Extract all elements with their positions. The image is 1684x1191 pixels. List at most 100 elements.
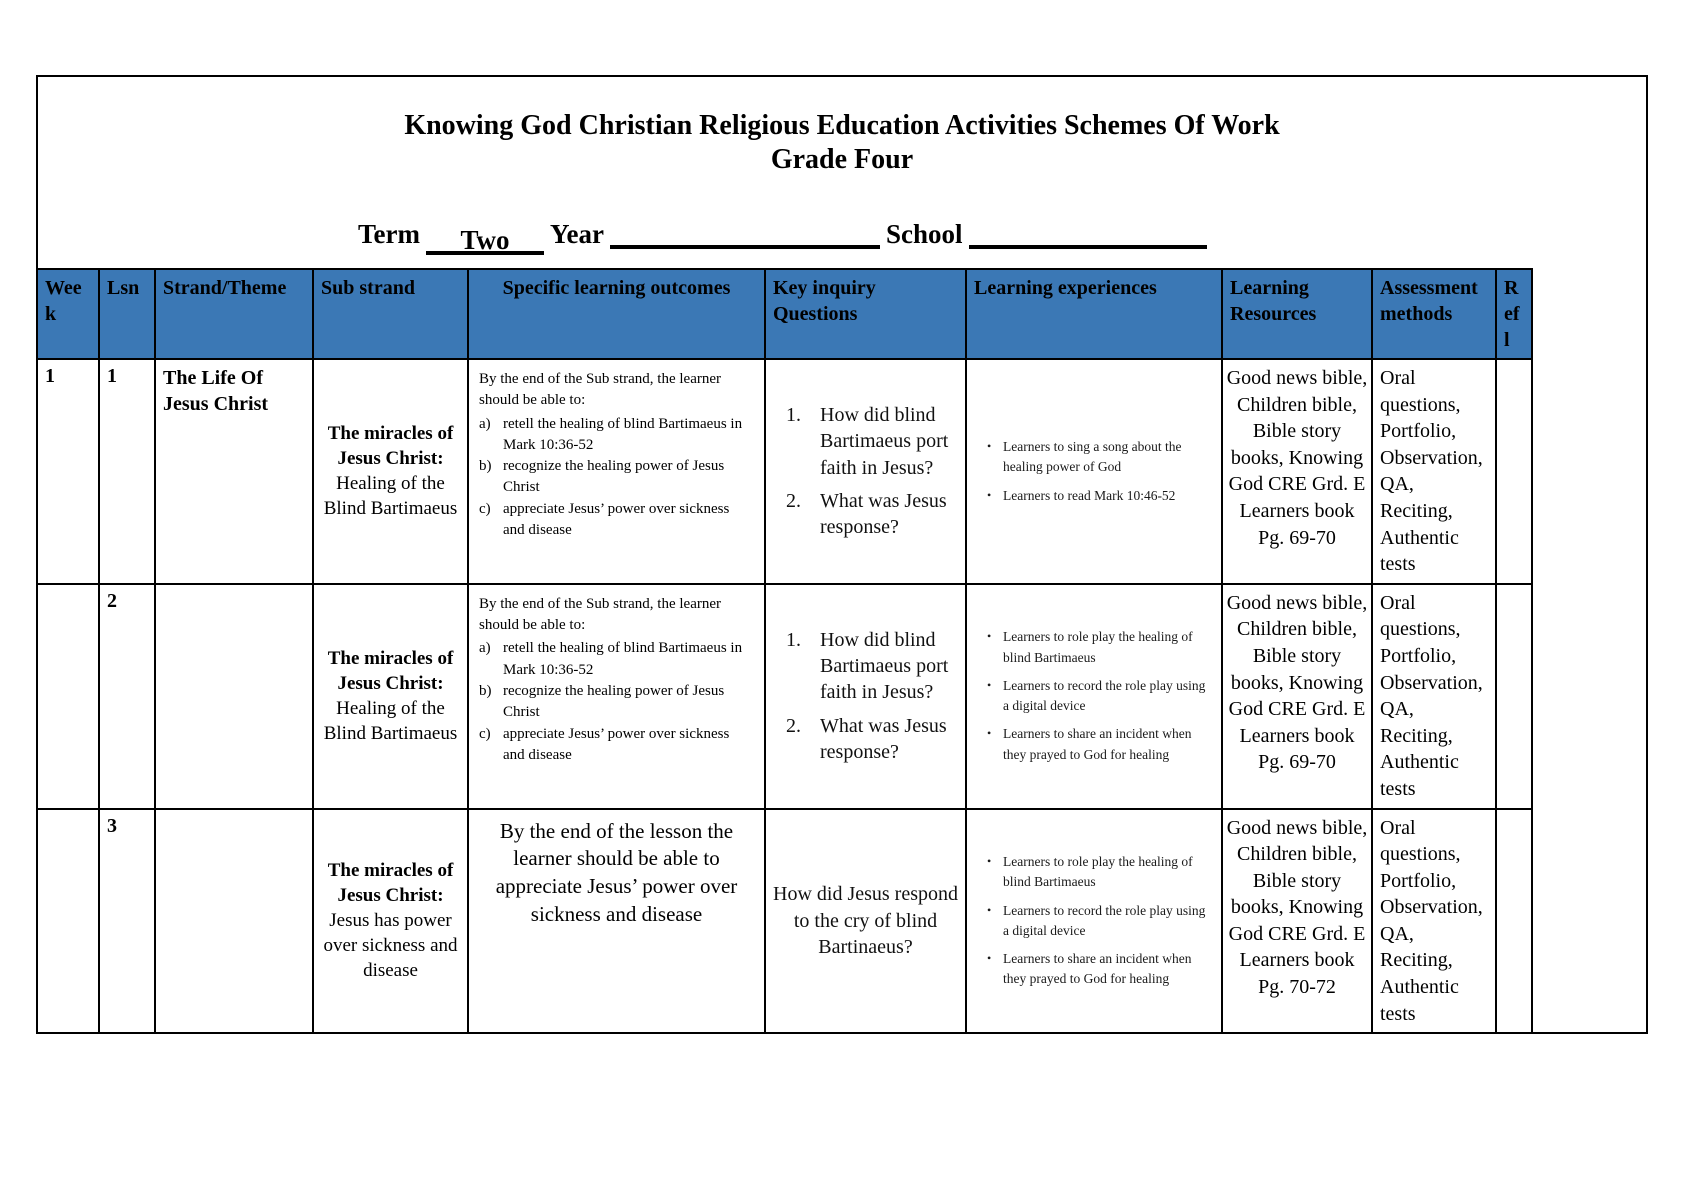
outcome-text: recognize the healing power of Jesus Chr… bbox=[503, 458, 725, 496]
outcomes-cell: By the end of the Sub strand, the learne… bbox=[467, 358, 766, 585]
resources-cell: Good news bible, Children bible, Bible s… bbox=[1221, 582, 1373, 810]
inquiry-number: 1. bbox=[786, 403, 801, 426]
outcome-item: c) appreciate Jesus’ power over sickness… bbox=[479, 499, 754, 542]
table-row-week1-lesson3: 3 The miracles of Jesus Christ: Jesus ha… bbox=[36, 807, 1533, 1035]
sub-strand-title: The miracles of Jesus Christ: bbox=[327, 860, 454, 907]
experience-item: Learners to read Mark 10:46-52 bbox=[987, 486, 1213, 506]
strand-theme-cell bbox=[154, 582, 314, 810]
outcome-item: b) recognize the healing power of Jesus … bbox=[479, 681, 754, 724]
sub-strand-detail: Jesus has power over sickness and diseas… bbox=[323, 910, 458, 982]
resources-cell: Good news bible, Children bible, Bible s… bbox=[1221, 358, 1373, 585]
week-cell bbox=[36, 807, 100, 1035]
outcome-label: b) bbox=[479, 682, 492, 699]
outcome-label: a) bbox=[479, 415, 491, 432]
outcomes-intro: By the end of the Sub strand, the learne… bbox=[479, 595, 722, 634]
inquiry-text: How did blind Bartimaeus port faith in J… bbox=[820, 403, 949, 479]
page-title: Knowing God Christian Religious Educatio… bbox=[404, 110, 1280, 141]
col-header-assessment: Assessment methods bbox=[1371, 268, 1497, 360]
experiences-cell: Learners to role play the healing of bli… bbox=[965, 582, 1223, 810]
week-cell bbox=[36, 582, 100, 810]
col-header-lsn: Lsn bbox=[98, 268, 156, 360]
page-subtitle: Grade Four bbox=[770, 144, 914, 176]
reflection-cell bbox=[1495, 582, 1533, 810]
outcome-text: retell the healing of blind Bartimaeus i… bbox=[503, 415, 743, 453]
inquiry-item: 2. What was Jesus response? bbox=[782, 713, 960, 766]
sub-strand-cell: The miracles of Jesus Christ: Healing of… bbox=[312, 582, 469, 810]
school-value-blank bbox=[968, 219, 1207, 250]
experience-item: Learners to sing a song about the healin… bbox=[987, 437, 1213, 478]
col-header-sub-strand: Sub strand bbox=[312, 268, 469, 360]
term-value-blank: Two bbox=[426, 225, 544, 256]
table-header-row: Week Lsn Strand/Theme Sub strand Specifi… bbox=[36, 268, 1533, 360]
inquiry-text: What was Jesus response? bbox=[820, 490, 947, 539]
sub-strand-title: The miracles of Jesus Christ: bbox=[327, 423, 454, 470]
col-header-refl: Refl bbox=[1495, 268, 1533, 360]
experience-item: Learners to share an incident when they … bbox=[987, 949, 1213, 990]
col-header-strand-theme: Strand/Theme bbox=[154, 268, 314, 360]
term-value: Two bbox=[460, 225, 510, 256]
reflection-cell bbox=[1495, 807, 1533, 1035]
outcome-item: a) retell the healing of blind Bartimaeu… bbox=[479, 414, 754, 457]
col-header-week: Week bbox=[36, 268, 100, 360]
col-header-resources: Learning Resources bbox=[1221, 268, 1373, 360]
inquiry-item: 2. What was Jesus response? bbox=[782, 488, 960, 541]
assessment-cell: Oral questions, Portfolio, Observation, … bbox=[1371, 807, 1497, 1035]
inquiry-cell: How did Jesus respond to the cry of blin… bbox=[764, 807, 967, 1035]
sub-strand-title: The miracles of Jesus Christ: bbox=[327, 647, 454, 695]
col-header-inquiry: Key inquiry Questions bbox=[764, 268, 967, 360]
lesson-cell: 2 bbox=[98, 582, 156, 810]
inquiry-number: 2. bbox=[786, 490, 801, 513]
outcome-text: appreciate Jesus’ power over sickness an… bbox=[503, 500, 730, 539]
term-label: Term bbox=[358, 219, 420, 250]
outcome-text: retell the healing of blind Bartimaeus i… bbox=[503, 640, 743, 678]
col-header-outcomes: Specific learning outcomes bbox=[467, 268, 766, 360]
school-label: School bbox=[885, 219, 963, 250]
table-row-week1-lesson2: 2 The miracles of Jesus Christ: Healing … bbox=[36, 582, 1533, 810]
sub-strand-detail: Healing of the Blind Bartimaeus bbox=[323, 473, 458, 520]
inquiry-text: How did blind Bartimaeus port faith in J… bbox=[820, 628, 949, 704]
experience-item: Learners to record the role play using a… bbox=[987, 901, 1213, 942]
outcomes-cell: By the end of the Sub strand, the learne… bbox=[467, 582, 766, 810]
document-border: Knowing God Christian Religious Educatio… bbox=[36, 75, 1648, 1035]
outcome-item: c) appreciate Jesus’ power over sickness… bbox=[479, 724, 754, 767]
sub-strand-cell: The miracles of Jesus Christ: Jesus has … bbox=[312, 807, 469, 1035]
lesson-cell: 3 bbox=[98, 807, 156, 1035]
week-cell: 1 bbox=[36, 358, 100, 585]
document-header: Knowing God Christian Religious Educatio… bbox=[38, 77, 1646, 268]
assessment-cell: Oral questions, Portfolio, Observation, … bbox=[1371, 582, 1497, 810]
term-year-school-line: Term Two Year School bbox=[38, 219, 1646, 256]
outcome-text: recognize the healing power of Jesus Chr… bbox=[503, 682, 725, 721]
outcome-label: c) bbox=[479, 500, 491, 517]
experience-item: Learners to share an incident when they … bbox=[987, 724, 1213, 765]
reflection-cell bbox=[1495, 358, 1533, 585]
strand-theme-cell bbox=[154, 807, 314, 1035]
col-header-experiences: Learning experiences bbox=[965, 268, 1223, 360]
inquiry-number: 2. bbox=[786, 714, 801, 737]
experience-item: Learners to role play the healing of bli… bbox=[987, 627, 1213, 668]
inquiry-item: 1. How did blind Bartimaeus port faith i… bbox=[782, 402, 960, 481]
experiences-cell: Learners to sing a song about the healin… bbox=[965, 358, 1223, 585]
inquiry-cell: 1. How did blind Bartimaeus port faith i… bbox=[764, 582, 967, 810]
inquiry-item: 1. How did blind Bartimaeus port faith i… bbox=[782, 627, 960, 706]
year-value-blank bbox=[609, 219, 880, 250]
assessment-cell: Oral questions, Portfolio, Observation, … bbox=[1371, 358, 1497, 585]
outcome-item: b) recognize the healing power of Jesus … bbox=[479, 456, 754, 499]
inquiry-cell: 1. How did blind Bartimaeus port faith i… bbox=[764, 358, 967, 585]
schemes-of-work-table: Week Lsn Strand/Theme Sub strand Specifi… bbox=[36, 268, 1533, 1035]
table-row-week1-lesson1: 1 1 The Life Of Jesus Christ The miracle… bbox=[36, 358, 1533, 585]
year-label: Year bbox=[550, 219, 604, 250]
experience-item: Learners to record the role play using a… bbox=[987, 676, 1213, 717]
experiences-cell: Learners to role play the healing of bli… bbox=[965, 807, 1223, 1035]
outcome-label: a) bbox=[479, 640, 491, 657]
outcomes-intro: By the end of the Sub strand, the learne… bbox=[479, 371, 722, 409]
outcome-text: appreciate Jesus’ power over sickness an… bbox=[503, 725, 730, 763]
outcome-label: c) bbox=[479, 725, 491, 742]
outcomes-cell: By the end of the lesson the learner sho… bbox=[467, 807, 766, 1035]
inquiry-number: 1. bbox=[786, 628, 801, 651]
strand-theme-cell: The Life Of Jesus Christ bbox=[154, 358, 314, 585]
sub-strand-detail: Healing of the Blind Bartimaeus bbox=[323, 698, 458, 745]
sub-strand-cell: The miracles of Jesus Christ: Healing of… bbox=[312, 358, 469, 585]
inquiry-text: What was Jesus response? bbox=[820, 714, 947, 764]
outcome-item: a) retell the healing of blind Bartimaeu… bbox=[479, 638, 754, 681]
